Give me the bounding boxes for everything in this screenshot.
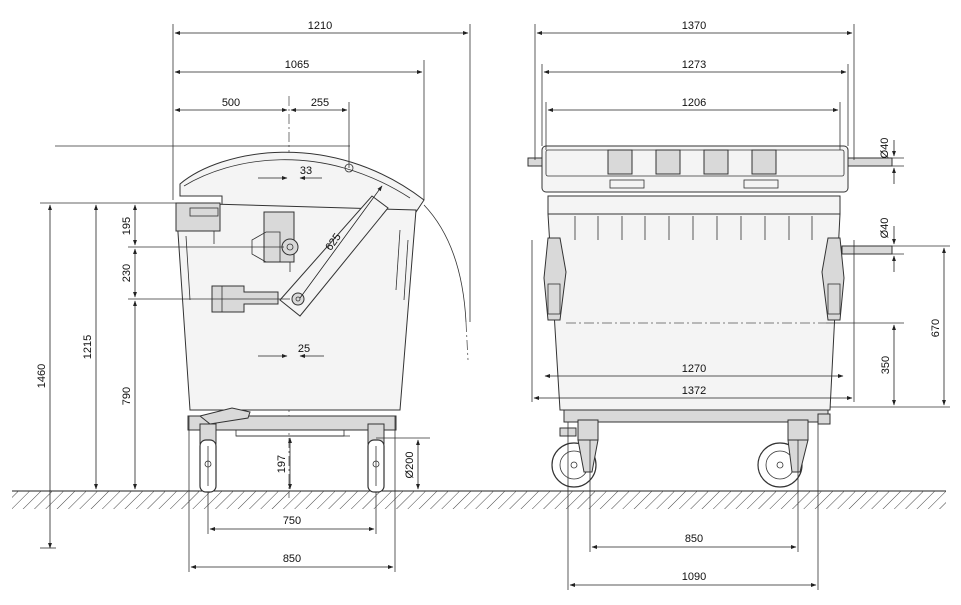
upper-arm-block <box>251 231 281 263</box>
dim-base-width: 1090 <box>682 571 706 583</box>
lid-handle-2 <box>655 149 681 175</box>
dim-front-offset: 500 <box>222 97 240 109</box>
dim-ground-clearance: 197 <box>276 455 288 473</box>
front-grip <box>175 202 221 232</box>
right-housing-slot <box>827 283 841 315</box>
arc-end-line <box>465 321 469 361</box>
lid-handle-1 <box>607 149 633 175</box>
lower-trunnion-right <box>841 245 893 255</box>
dim-inner-wheelbase: 750 <box>283 515 301 527</box>
dim-lower-height: 790 <box>121 387 133 405</box>
lid-handle-4 <box>751 149 777 175</box>
right-front-caster <box>787 419 809 441</box>
side-rib-3 <box>395 229 401 291</box>
front-lid <box>541 145 849 193</box>
left-front-caster <box>577 419 599 441</box>
side-lid-inner <box>183 159 411 199</box>
dim-total-height: 1460 <box>36 364 48 388</box>
left-housing-slot <box>547 283 561 315</box>
ground <box>12 490 946 509</box>
lid-swing-arc <box>423 204 467 323</box>
dim-hinge-offset: 33 <box>300 165 312 177</box>
right-hub <box>372 460 380 468</box>
side-rib-2 <box>403 239 409 301</box>
left-hub <box>204 460 212 468</box>
front-brake-right <box>817 413 831 425</box>
front-body <box>547 213 841 411</box>
dim-axle-offset: 25 <box>298 343 310 355</box>
dim-comb-width: 1270 <box>682 363 706 375</box>
dim-lid-width: 1273 <box>682 59 706 71</box>
dim-comb-height: 350 <box>880 356 892 374</box>
dim-bracket-height: 195 <box>121 217 133 235</box>
left-front-hub <box>570 461 578 469</box>
upper-trunnion-core <box>286 243 294 251</box>
dim-body-width: 1065 <box>285 59 309 71</box>
dim-outer-wheelbase: 850 <box>283 553 301 565</box>
dim-overall-width: 1210 <box>308 20 332 32</box>
lid-slot-right <box>743 179 779 189</box>
left-side-housing <box>543 237 567 321</box>
upper-trunnion <box>281 238 299 256</box>
dim-lid-inner-width: 1206 <box>682 97 706 109</box>
front-grip-slot <box>189 207 219 217</box>
dim-front-overall-width: 1370 <box>682 20 706 32</box>
front-rim <box>547 195 841 215</box>
lifting-arm <box>279 195 389 317</box>
side-base-foot <box>235 429 345 437</box>
left-front-fork <box>577 439 599 473</box>
arm-pivot-core <box>295 296 301 302</box>
dim-trunnion-top-dia: Ø40 <box>879 138 891 159</box>
dim-wheel-diameter: Ø200 <box>404 452 416 479</box>
front-lid-top <box>545 149 845 177</box>
dim-line-625 <box>299 185 383 299</box>
upper-bracket <box>263 211 295 263</box>
dim-wheel-track: 850 <box>685 533 703 545</box>
dim-front-body-width: 1372 <box>682 385 706 397</box>
dim-rim-height: 1215 <box>82 335 94 359</box>
lid-handle-3 <box>703 149 729 175</box>
lid-slot-left <box>609 179 645 189</box>
dim-trunnion-height: 670 <box>930 319 942 337</box>
brake-pedal <box>198 407 251 425</box>
front-view: 1370 1273 1206 Ø40 Ø40 670 350 1270 1372… <box>527 20 950 590</box>
dim-trunnion-bottom-dia: Ø40 <box>879 218 891 239</box>
dim-arm-spacing: 230 <box>121 264 133 282</box>
dim-pivot-offset: 255 <box>311 97 329 109</box>
right-front-hub <box>776 461 784 469</box>
right-side-housing <box>821 237 845 321</box>
side-view: 1210 1065 500 255 33 625 195 230 790 121… <box>36 20 471 572</box>
